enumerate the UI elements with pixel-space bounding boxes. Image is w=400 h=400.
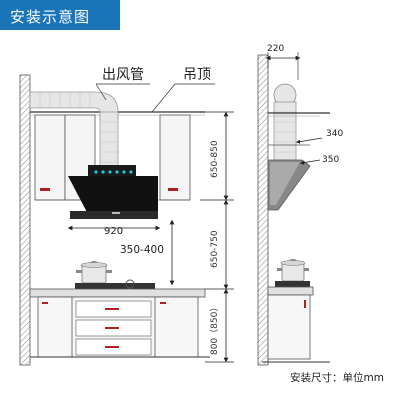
header-bar: 安装示意图 xyxy=(0,0,120,30)
duct-label: 出风管 xyxy=(102,67,144,83)
pot-icon xyxy=(76,261,112,284)
side-base-cabinet xyxy=(267,294,311,360)
side-pot-icon xyxy=(277,259,309,282)
hood-body xyxy=(68,176,158,218)
hood-control-panel xyxy=(88,165,136,179)
upper-cabinet-right xyxy=(159,114,191,201)
ceiling-label: 吊顶 xyxy=(183,67,211,83)
left-wall xyxy=(19,74,31,366)
stove xyxy=(75,283,155,289)
countertop xyxy=(29,288,206,298)
page-title: 安装示意图 xyxy=(10,8,91,26)
upper-cabinet-left xyxy=(34,114,66,201)
dim-upper-label: 650-850 xyxy=(210,140,220,178)
unit-note: 安装尺寸：单位mm xyxy=(290,371,384,384)
dim-middle-label: 650-750 xyxy=(210,230,220,268)
side-view: 220 340 350 xyxy=(257,44,343,366)
front-view: 920 350-400 出风管 xyxy=(19,67,234,366)
side-cabinet-depth-label: 340 xyxy=(326,129,343,139)
duct-vertical xyxy=(99,111,119,175)
side-wall xyxy=(257,54,269,366)
install-height-label: 350-400 xyxy=(120,244,164,256)
range-hood xyxy=(68,165,158,219)
side-hood-depth-label: 350 xyxy=(322,155,339,165)
burner-icon xyxy=(125,279,135,289)
dim-lower-label: 800（850） xyxy=(209,303,220,355)
hood-width-label: 920 xyxy=(104,226,123,237)
side-duct-width-label: 220 xyxy=(267,44,284,54)
